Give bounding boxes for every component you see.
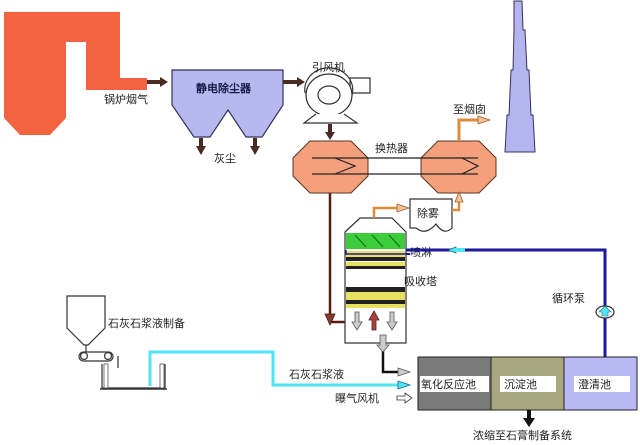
demister-to-heat-exchanger-line bbox=[452, 190, 464, 212]
settling-pool-label: 沉淀池 bbox=[504, 377, 537, 391]
limestone-slurry-label: 石灰石浆液 bbox=[289, 367, 344, 381]
esp-label: 静电除尘器 bbox=[196, 81, 252, 95]
circulation-pump bbox=[595, 305, 615, 319]
flue-arrow-2 bbox=[283, 77, 305, 87]
slurry-tank bbox=[100, 363, 167, 390]
heat-exchanger-tubes bbox=[312, 157, 480, 175]
aeration-arrow bbox=[396, 392, 413, 404]
circulation-pump-label: 循环泵 bbox=[552, 292, 585, 305]
boiler bbox=[4, 12, 147, 135]
to-gypsum-arrow bbox=[523, 410, 535, 427]
circulation-line bbox=[345, 248, 607, 357]
conveyor-belt bbox=[78, 351, 119, 368]
to-gypsum-label: 浓缩至石膏制备系统 bbox=[473, 428, 572, 442]
to-chimney-line bbox=[457, 115, 492, 141]
boiler-flue-gas-label: 锅炉烟气 bbox=[104, 92, 148, 106]
limestone-prep-label: 石灰石浆液制备 bbox=[108, 316, 185, 330]
oxidation-pool-label: 氧化反应池 bbox=[421, 377, 476, 391]
flue-to-absorber-line bbox=[324, 193, 345, 326]
heat-exchanger-label: 换热器 bbox=[375, 141, 408, 155]
flue-arrow-3 bbox=[325, 124, 335, 140]
pool-system bbox=[417, 356, 638, 411]
electrostatic-precipitator bbox=[171, 69, 284, 138]
dust-label: 灰尘 bbox=[214, 151, 236, 165]
limestone-slurry-line bbox=[148, 350, 412, 390]
to-chimney-label: 至烟囱 bbox=[453, 102, 486, 116]
dust-arrow-left bbox=[196, 138, 206, 155]
heat-exchanger-right bbox=[420, 140, 497, 194]
dust-arrow-right bbox=[250, 138, 260, 155]
absorber-label: 吸收塔 bbox=[404, 274, 437, 288]
absorber-tower bbox=[344, 217, 407, 344]
packing-layer-2 bbox=[346, 287, 405, 292]
aeration-fan-label: 曝气风机 bbox=[335, 391, 379, 405]
induced-draft-fan bbox=[302, 67, 371, 124]
absorber-to-oxidation-line bbox=[376, 334, 412, 377]
demister bbox=[409, 198, 453, 232]
flue-arrow-1 bbox=[147, 77, 168, 87]
induced-fan-label: 引风机 bbox=[312, 60, 345, 74]
limestone-hopper bbox=[66, 295, 106, 352]
absorber-to-demister-line bbox=[372, 203, 411, 218]
demister-label: 除雾 bbox=[417, 206, 439, 220]
chimney bbox=[504, 0, 536, 153]
heat-exchanger-left bbox=[292, 140, 369, 194]
spray-label: 喷淋 bbox=[410, 246, 432, 259]
spray-inlet-arrow bbox=[446, 246, 465, 254]
clarifier-pool-label: 澄清池 bbox=[578, 377, 611, 391]
